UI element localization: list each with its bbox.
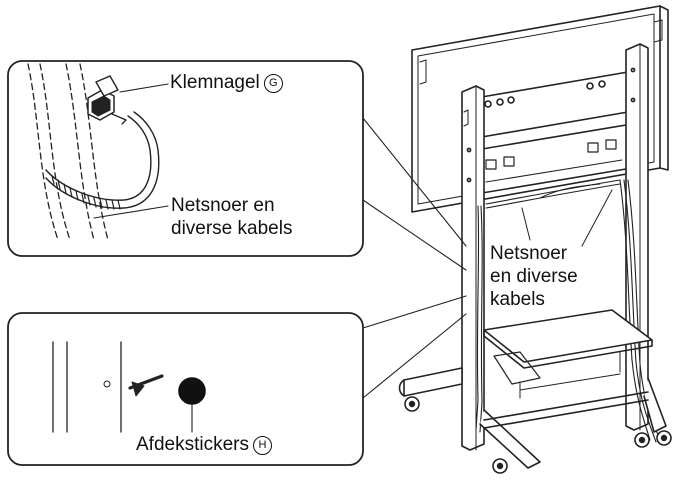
upright-left bbox=[461, 85, 485, 451]
castor-front-right bbox=[656, 430, 672, 446]
clamp-marker: G bbox=[263, 74, 283, 93]
cables-stand-line-1: Netsnoer bbox=[490, 243, 568, 264]
inset-upper bbox=[7, 60, 364, 257]
cables-stand-label: Netsnoer en diverse kabels bbox=[490, 242, 578, 311]
castor-back-right bbox=[634, 432, 650, 448]
base bbox=[398, 367, 667, 469]
cables-stand-line-2: en diverse bbox=[490, 266, 578, 287]
inset-lower bbox=[7, 312, 364, 466]
stickers-label-text: Afdekstickers bbox=[136, 434, 249, 455]
cables-stand-line-3: kabels bbox=[490, 289, 545, 310]
castor-back-left bbox=[404, 396, 420, 412]
castor-front-left bbox=[492, 458, 508, 474]
stickers-marker: H bbox=[252, 436, 272, 455]
cables-inset-label: Netsnoer en diverse kabels bbox=[171, 194, 292, 240]
cables-inset-line-1: Netsnoer en bbox=[171, 195, 275, 216]
shelf bbox=[483, 309, 653, 399]
clamp-label-text: Klemnagel bbox=[170, 72, 260, 93]
cables-inset-line-2: diverse kabels bbox=[171, 218, 293, 239]
callout-lines bbox=[362, 117, 613, 399]
